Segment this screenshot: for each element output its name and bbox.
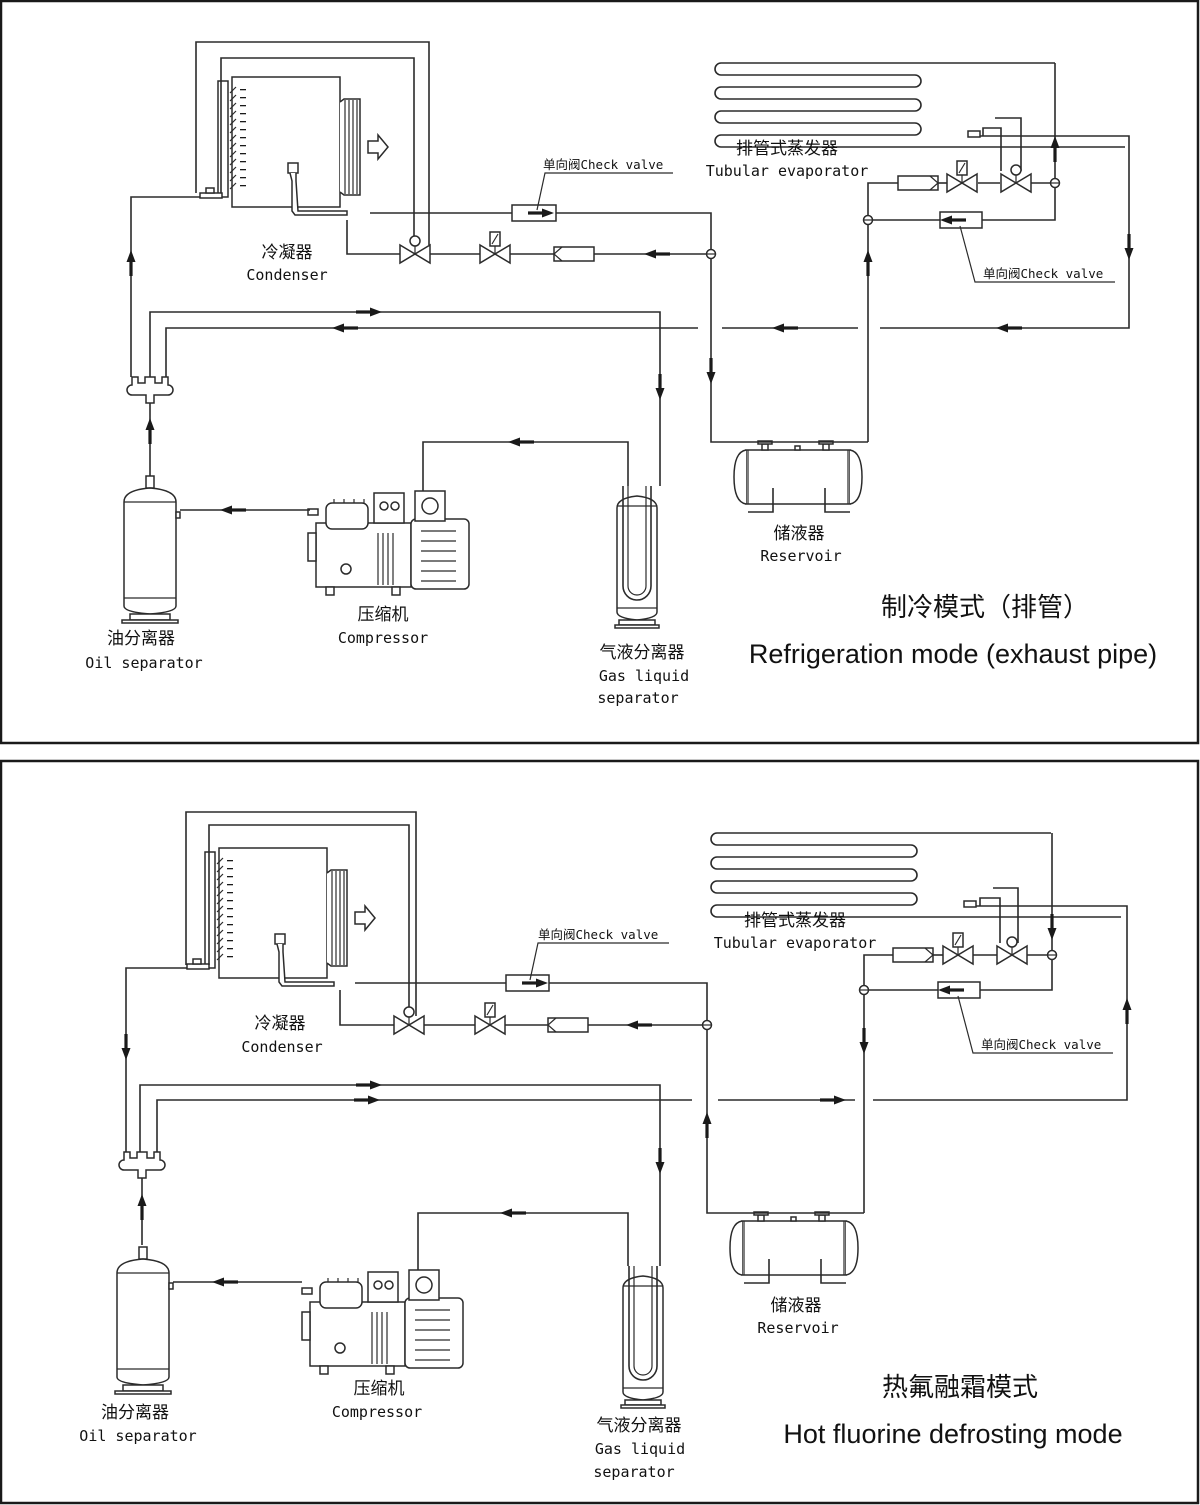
reservoir-label-cn: 储液器	[774, 524, 825, 544]
panel-title-en: Refrigeration mode (exhaust pipe)	[749, 639, 1157, 669]
evap-solenoid-valve	[947, 161, 977, 192]
condenser-label-cn: 冷凝器	[262, 243, 313, 263]
panel-frame	[0, 0, 1200, 745]
compressor	[307, 490, 470, 596]
evaporator-label-cn: 排管式蒸发器	[744, 911, 846, 931]
oil-separator	[121, 475, 181, 624]
condenser-label-en: Condenser	[246, 266, 327, 284]
panel-refrigeration-mode: 冷凝器 Condenser 排管式蒸发器 Tubular evaporator …	[0, 0, 1200, 745]
gas-liquid-label-en-2: separator	[593, 1463, 674, 1481]
oil-separator-label-cn: 油分离器	[101, 1403, 169, 1423]
filter-drier	[547, 1017, 589, 1033]
expansion-valve	[400, 236, 430, 263]
evaporator-label-cn: 排管式蒸发器	[736, 139, 838, 159]
evaporator-label-en: Tubular evaporator	[714, 934, 877, 952]
compressor-label-cn: 压缩机	[358, 605, 409, 625]
evap-expansion-valve	[997, 937, 1027, 964]
reservoir-label-en: Reservoir	[760, 547, 841, 565]
check-valve-1-label: 单向阀Check valve	[538, 927, 658, 942]
condenser	[199, 76, 389, 216]
check-valve-2-label: 单向阀Check valve	[981, 1037, 1101, 1052]
evap-filter	[897, 175, 939, 191]
gas-liquid-separator	[620, 1265, 666, 1409]
check-valve-2-label: 单向阀Check valve	[983, 266, 1103, 281]
gas-liquid-separator	[614, 485, 660, 629]
reservoir-label-en: Reservoir	[757, 1319, 838, 1337]
compressor-label-en: Compressor	[338, 629, 428, 647]
panel-title-cn: 制冷模式（排管）	[881, 593, 1089, 623]
evaporator-coil	[710, 832, 1122, 918]
reservoir-label-cn: 储液器	[771, 1296, 822, 1316]
gas-liquid-label-en-1: Gas liquid	[595, 1440, 685, 1458]
reservoir	[733, 440, 863, 513]
panel-title-cn: 热氟融霜模式	[882, 1373, 1038, 1403]
gas-liquid-label-en-2: separator	[597, 689, 678, 707]
panel-defrost-mode: 冷凝器 Condenser 排管式蒸发器 Tubular evaporator …	[0, 759, 1200, 1505]
filter-drier	[553, 246, 595, 262]
manifold	[118, 1151, 166, 1179]
evaporator-coil	[714, 62, 1126, 148]
oil-separator	[114, 1246, 174, 1395]
panel-title-en: Hot fluorine defrosting mode	[783, 1419, 1122, 1449]
condenser-label-en: Condenser	[241, 1038, 322, 1056]
evap-filter	[892, 947, 934, 963]
manifold	[126, 376, 174, 404]
sensor-bulb	[967, 130, 981, 138]
gas-liquid-label-en-1: Gas liquid	[599, 667, 689, 685]
compressor	[301, 1269, 464, 1375]
evap-expansion-valve	[1001, 165, 1031, 192]
reservoir	[729, 1211, 859, 1284]
condenser-label-cn: 冷凝器	[255, 1014, 306, 1034]
condenser	[186, 847, 376, 987]
expansion-valve	[394, 1007, 424, 1034]
oil-separator-label-en: Oil separator	[85, 654, 202, 672]
compressor-label-en: Compressor	[332, 1403, 422, 1421]
solenoid-valve	[480, 232, 510, 263]
sensor-bulb	[963, 900, 977, 908]
check-valve-1-label: 单向阀Check valve	[543, 157, 663, 172]
solenoid-valve	[475, 1003, 505, 1034]
compressor-label-cn: 压缩机	[354, 1379, 405, 1399]
gas-liquid-label-cn: 气液分离器	[600, 643, 685, 663]
gas-liquid-label-cn: 气液分离器	[597, 1416, 682, 1436]
evap-solenoid-valve	[943, 933, 973, 964]
oil-separator-label-en: Oil separator	[79, 1427, 196, 1445]
panel-frame	[0, 759, 1200, 1505]
oil-separator-label-cn: 油分离器	[107, 629, 175, 649]
evaporator-label-en: Tubular evaporator	[706, 162, 869, 180]
